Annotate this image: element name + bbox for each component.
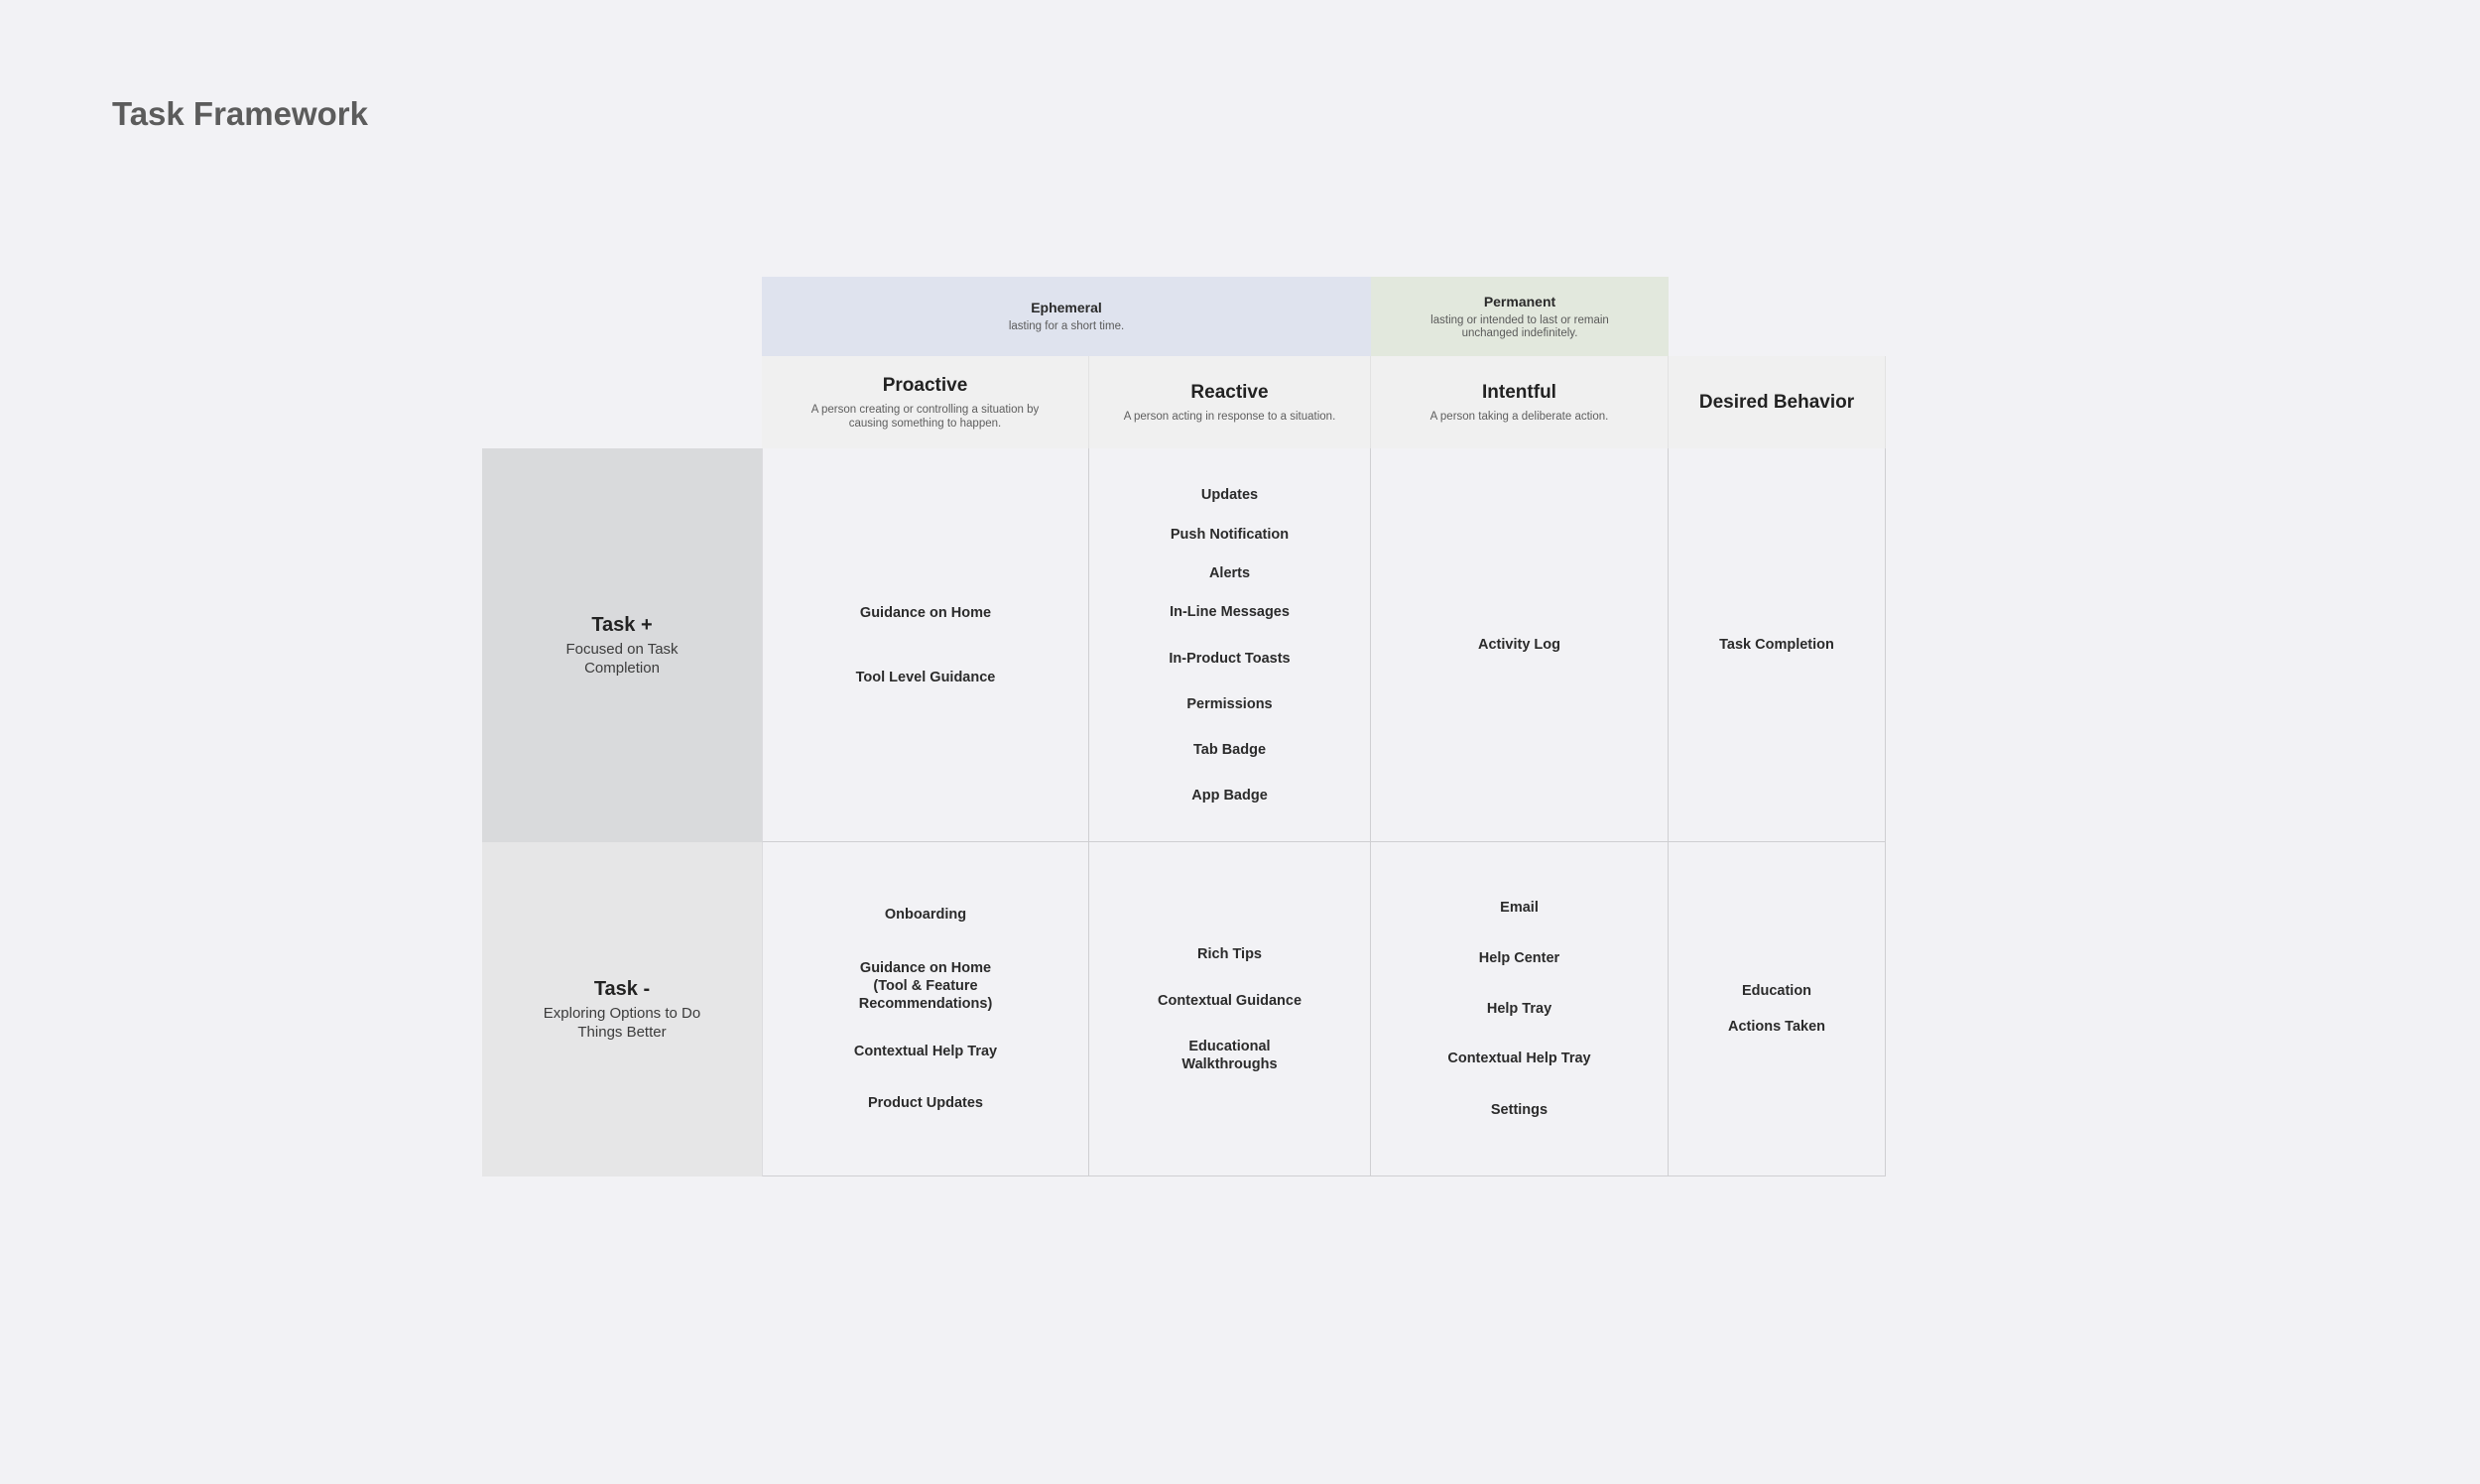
cell-item: Product Updates [867, 1095, 983, 1111]
cell-item: In-Product Toasts [1169, 650, 1291, 667]
column-header-desired-behavior: Desired Behavior [1669, 356, 1886, 448]
column-header-proactive: Proactive A person creating or controlli… [762, 356, 1089, 448]
band-permanent-desc: lasting or intended to last or remain un… [1430, 313, 1609, 339]
cell-item: Task Completion [1719, 637, 1834, 653]
cell-task-plus-desired: Task Completion [1669, 448, 1886, 842]
cell-task-plus-proactive: Guidance on Home Tool Level Guidance [762, 448, 1089, 842]
row-desc-task-minus: Exploring Options to Do Things Better [543, 1004, 701, 1041]
cell-task-minus-proactive: Onboarding Guidance on Home (Tool & Feat… [762, 842, 1089, 1176]
cell-item: Help Center [1478, 950, 1560, 966]
cell-item: Settings [1490, 1102, 1549, 1118]
page-title: Task Framework [112, 95, 369, 132]
row-title-task-minus: Task - [593, 977, 651, 1000]
cell-item: Contextual Guidance [1157, 992, 1302, 1009]
column-title-reactive: Reactive [1190, 381, 1269, 403]
band-permanent: Permanent lasting or intended to last or… [1371, 277, 1669, 356]
cell-item: Guidance on Home (Tool & Feature Recomme… [858, 960, 993, 1012]
cell-item: Contextual Help Tray [853, 1044, 998, 1059]
row-title-task-plus: Task + [591, 613, 653, 636]
band-ephemeral-desc: lasting for a short time. [1008, 320, 1125, 332]
column-desc-reactive: A person acting in response to a situati… [1123, 410, 1336, 423]
band-permanent-title: Permanent [1483, 293, 1556, 309]
cell-item: Email [1500, 900, 1539, 916]
cell-item: Alerts [1208, 564, 1251, 581]
cell-item: Actions Taken [1727, 1019, 1826, 1035]
band-ephemeral-title: Ephemeral [1031, 300, 1102, 315]
cell-task-minus-intentful: Email Help Center Help Tray Contextual H… [1371, 842, 1669, 1176]
cell-item: Education [1741, 983, 1812, 999]
row-header-task-plus: Task + Focused on Task Completion [482, 448, 762, 842]
band-ephemeral: Ephemeral lasting for a short time. [762, 277, 1371, 356]
cell-item: Onboarding [884, 907, 967, 923]
cell-item: App Badge [1191, 787, 1268, 804]
cell-item: Permissions [1186, 695, 1273, 712]
column-title-intentful: Intentful [1482, 381, 1556, 403]
cell-task-plus-reactive: Updates Push Notification Alerts In-Line… [1089, 448, 1371, 842]
cell-item: Guidance on Home [859, 604, 992, 621]
cell-item: Educational Walkthroughs [1181, 1038, 1278, 1072]
cell-item: Rich Tips [1197, 945, 1262, 962]
column-desc-proactive: A person creating or controlling a situa… [810, 403, 1040, 430]
cell-item: Help Tray [1486, 1001, 1552, 1017]
cell-item: Contextual Help Tray [1447, 1051, 1591, 1066]
cell-item: Activity Log [1478, 637, 1560, 653]
column-desc-intentful: A person taking a deliberate action. [1429, 410, 1609, 423]
cell-item: Push Notification [1170, 526, 1290, 543]
column-title-proactive: Proactive [882, 374, 968, 396]
cell-item: In-Line Messages [1170, 603, 1290, 620]
column-header-reactive: Reactive A person acting in response to … [1089, 356, 1371, 448]
cell-item: Tab Badge [1192, 741, 1267, 758]
cell-task-plus-intentful: Activity Log [1371, 448, 1669, 842]
column-title-desired-behavior: Desired Behavior [1698, 391, 1855, 413]
cell-task-minus-desired: Education Actions Taken [1669, 842, 1886, 1176]
cell-item: Updates [1200, 486, 1259, 503]
row-header-task-minus: Task - Exploring Options to Do Things Be… [482, 842, 762, 1176]
column-header-intentful: Intentful A person taking a deliberate a… [1371, 356, 1669, 448]
row-desc-task-plus: Focused on Task Completion [565, 640, 679, 677]
cell-task-minus-reactive: Rich Tips Contextual Guidance Educationa… [1089, 842, 1371, 1176]
cell-item: Tool Level Guidance [855, 669, 996, 685]
